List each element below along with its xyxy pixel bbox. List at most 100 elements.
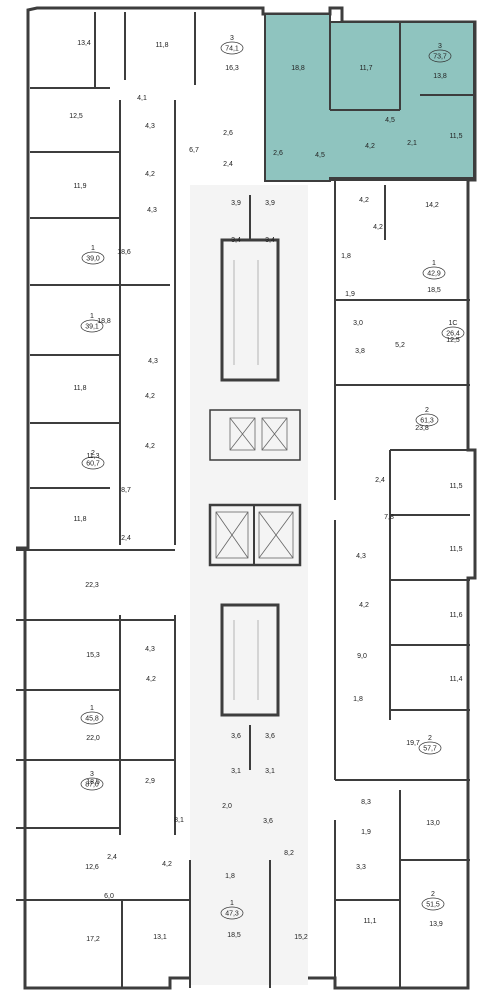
room-area-label: 4,3 bbox=[356, 553, 366, 560]
room-area-label: 4,2 bbox=[162, 861, 172, 868]
room-area-label: 11,9 bbox=[73, 183, 86, 190]
room-area-label: 1,9 bbox=[361, 829, 371, 836]
apartment-marker[interactable]: 142,9 bbox=[422, 260, 446, 280]
apartment-marker[interactable]: 261,3 bbox=[415, 407, 439, 427]
room-area-label: 2,6 bbox=[223, 130, 233, 137]
area-circle bbox=[80, 777, 104, 791]
room-area-label: 11,8 bbox=[155, 42, 168, 49]
room-area-label: 11,7 bbox=[359, 65, 372, 72]
room-area-label: 8,2 bbox=[284, 850, 294, 857]
apartment-marker[interactable]: 260,7 bbox=[81, 450, 105, 470]
room-area-label: 4,2 bbox=[359, 602, 369, 609]
apartment-area: 45,8 bbox=[85, 716, 99, 723]
room-area-label: 17,2 bbox=[86, 936, 100, 943]
room-area-label: 15,2 bbox=[294, 934, 308, 941]
room-area-label: 2,4 bbox=[107, 854, 117, 861]
room-area-label: 4,3 bbox=[145, 123, 155, 130]
apartment-marker[interactable]: 139,0 bbox=[81, 245, 105, 265]
area-circle bbox=[80, 319, 104, 333]
room-area-label: 3,4 bbox=[265, 237, 275, 244]
room-area-label: 18,5 bbox=[427, 287, 441, 294]
room-area-label: 1,9 bbox=[345, 291, 355, 298]
area-circle bbox=[441, 326, 465, 340]
apartment-rooms: 1 bbox=[90, 313, 94, 320]
room-area-label: 19,7 bbox=[406, 740, 420, 747]
apartment-rooms: 1 bbox=[91, 245, 95, 252]
highlighted-apartment[interactable] bbox=[264, 13, 475, 182]
apartment-rooms: 1С bbox=[449, 320, 458, 327]
room-area-label: 18,8 bbox=[97, 318, 111, 325]
room-area-label: 3,3 bbox=[356, 864, 366, 871]
apartment-area: 87,0 bbox=[85, 782, 99, 789]
room-area-label: 3,0 bbox=[353, 320, 363, 327]
apartment-area: 51,5 bbox=[426, 902, 440, 909]
area-circle bbox=[220, 41, 244, 55]
room-area-label: 3,8 bbox=[355, 348, 365, 355]
room-area-label: 1,8 bbox=[353, 696, 363, 703]
apartment-marker[interactable]: 257,7 bbox=[418, 735, 442, 755]
apartment-rooms: 3 bbox=[438, 43, 442, 50]
room-area-label: 13,9 bbox=[429, 921, 443, 928]
room-area-label: 18,6 bbox=[117, 249, 131, 256]
room-area-label: 12,5 bbox=[69, 113, 83, 120]
room-area-label: 2,0 bbox=[222, 803, 232, 810]
room-area-label: 3,6 bbox=[265, 733, 275, 740]
apartment-rooms: 2 bbox=[428, 735, 432, 742]
room-area-label: 11,5 bbox=[449, 133, 462, 140]
apartment-area: 39,0 bbox=[86, 256, 100, 263]
room-area-label: 11,5 bbox=[449, 546, 462, 553]
room-area-label: 13,0 bbox=[426, 820, 440, 827]
apartment-area: 39,1 bbox=[85, 324, 99, 331]
apartment-rooms: 1 bbox=[90, 705, 94, 712]
room-area-label: 13,1 bbox=[153, 934, 167, 941]
room-area-label: 2,4 bbox=[223, 161, 233, 168]
apartment-marker[interactable]: 373,7 bbox=[428, 43, 452, 63]
room-area-label: 2,4 bbox=[121, 535, 131, 542]
room-area-label: 3,6 bbox=[231, 733, 241, 740]
room-area-label: 11,1 bbox=[363, 918, 376, 925]
apartment-area: 42,9 bbox=[427, 271, 441, 278]
apartment-rooms: 1 bbox=[432, 260, 436, 267]
apartment-marker[interactable]: 387,0 bbox=[80, 771, 104, 791]
room-area-label: 12,5 bbox=[446, 337, 460, 344]
room-area-label: 4,3 bbox=[147, 207, 157, 214]
apartment-area: 74,1 bbox=[225, 46, 239, 53]
room-area-label: 8,3 bbox=[361, 799, 371, 806]
apartment-rooms: 3 bbox=[90, 771, 94, 778]
central-corridor bbox=[190, 185, 308, 985]
room-area-label: 11,3 bbox=[86, 453, 99, 460]
room-area-label: 8,7 bbox=[121, 487, 131, 494]
apartment-area: 26,4 bbox=[446, 331, 460, 338]
room-area-label: 5,2 bbox=[395, 342, 405, 349]
apartment-rooms: 2 bbox=[91, 450, 95, 457]
apartment-marker[interactable]: 374,1 bbox=[220, 35, 244, 55]
apartment-marker[interactable]: 1С 26,4 bbox=[441, 320, 465, 340]
room-area-label: 18,5 bbox=[227, 932, 241, 939]
room-area-label: 23,8 bbox=[415, 425, 429, 432]
room-area-label: 3,1 bbox=[231, 768, 241, 775]
room-area-label: 4,2 bbox=[145, 171, 155, 178]
area-circle bbox=[418, 741, 442, 755]
building-outline bbox=[16, 6, 477, 990]
area-circle bbox=[220, 906, 244, 920]
apartment-rooms: 3 bbox=[230, 35, 234, 42]
apartment-rooms: 2 bbox=[425, 407, 429, 414]
elevator-shafts bbox=[215, 417, 294, 559]
room-area-label: 11,8 bbox=[73, 385, 86, 392]
room-area-label: 15,3 bbox=[86, 652, 100, 659]
room-area-label: 2,6 bbox=[273, 150, 283, 157]
apartment-marker[interactable]: 139,1 bbox=[80, 313, 104, 333]
apartment-area: 73,7 bbox=[433, 54, 447, 61]
apartment-marker[interactable]: 145,8 bbox=[80, 705, 104, 725]
area-circle bbox=[428, 49, 452, 63]
room-area-label: 3,9 bbox=[231, 200, 241, 207]
room-area-label: 4,2 bbox=[145, 393, 155, 400]
room-area-label: 1,8 bbox=[225, 873, 235, 880]
apartment-marker[interactable]: 147,3 bbox=[220, 900, 244, 920]
room-area-label: 2,1 bbox=[407, 140, 417, 147]
apartment-marker[interactable]: 251,5 bbox=[421, 891, 445, 911]
area-circle bbox=[421, 897, 445, 911]
room-area-label: 11,8 bbox=[73, 516, 86, 523]
room-area-label: 11,6 bbox=[449, 612, 462, 619]
